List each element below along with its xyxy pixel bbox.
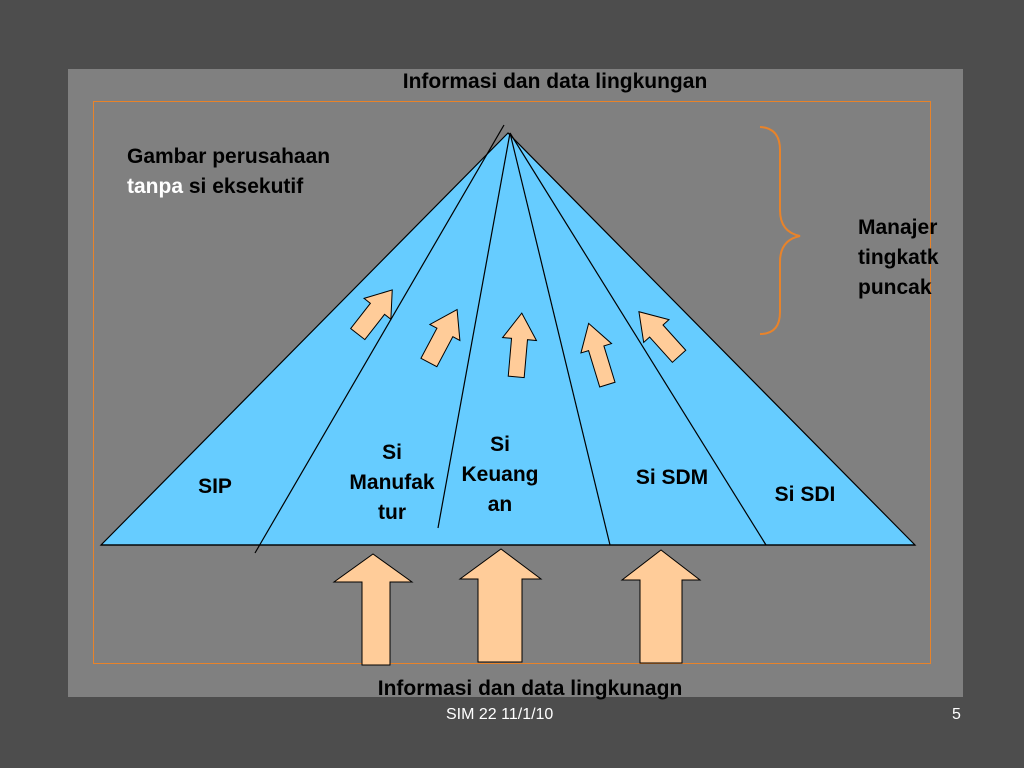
segment-manufaktur-line-3: tur [378,501,406,524]
divider-line-2 [437,132,511,529]
bottom-title: Informasi dan data lingkunagn [377,677,683,700]
segment-label-sdm: Si SDM [635,466,709,489]
segment-manufaktur-line-2: Manufak [349,471,435,494]
segment-label-sip: SIP [198,475,232,498]
divider-line-1 [254,124,505,554]
divider-line-3 [509,132,611,546]
segment-keuangan-line-2: Keuang [461,463,539,486]
side-label: Manajer tingkatk puncak [858,213,939,303]
inner-frame [93,101,931,664]
up-arrow-icon-1 [349,289,393,341]
segment-manufaktur-line-1: Si [382,441,402,464]
up-arrow-icon-2 [420,308,461,368]
caption-text: Gambar perusahaan tanpa si eksekutif [127,142,330,202]
large-up-arrow-icon-2 [458,548,543,663]
caption-highlight: tanpa [127,175,184,198]
top-title: Informasi dan data lingkungan [402,70,708,93]
curly-brace-icon [759,126,801,335]
up-arrow-icon-4 [580,322,616,388]
segment-label-keuangan: Si Keuang an [450,430,550,520]
caption-line-1: Gambar perusahaan [127,145,331,168]
segment-label-manufaktur: Si Manufak tur [335,438,449,528]
side-label-line-2: tingkatk [858,246,939,269]
side-label-line-1: Manajer [858,216,938,239]
segment-keuangan-line-1: Si [490,433,510,456]
segment-label-sdi: Si SDI [774,483,836,506]
up-arrow-icon-3 [501,312,538,379]
divider-line-4 [509,132,767,546]
footer-text: SIM 22 11/1/10 [446,706,554,723]
up-arrow-icon-5 [638,311,687,364]
side-label-line-3: puncak [858,276,932,299]
segment-keuangan-line-3: an [487,493,513,516]
page-number: 5 [952,706,961,723]
large-up-arrow-icon-1 [332,553,414,666]
caption-line-2: si eksekutif [183,175,304,198]
large-up-arrow-icon-3 [620,549,702,664]
